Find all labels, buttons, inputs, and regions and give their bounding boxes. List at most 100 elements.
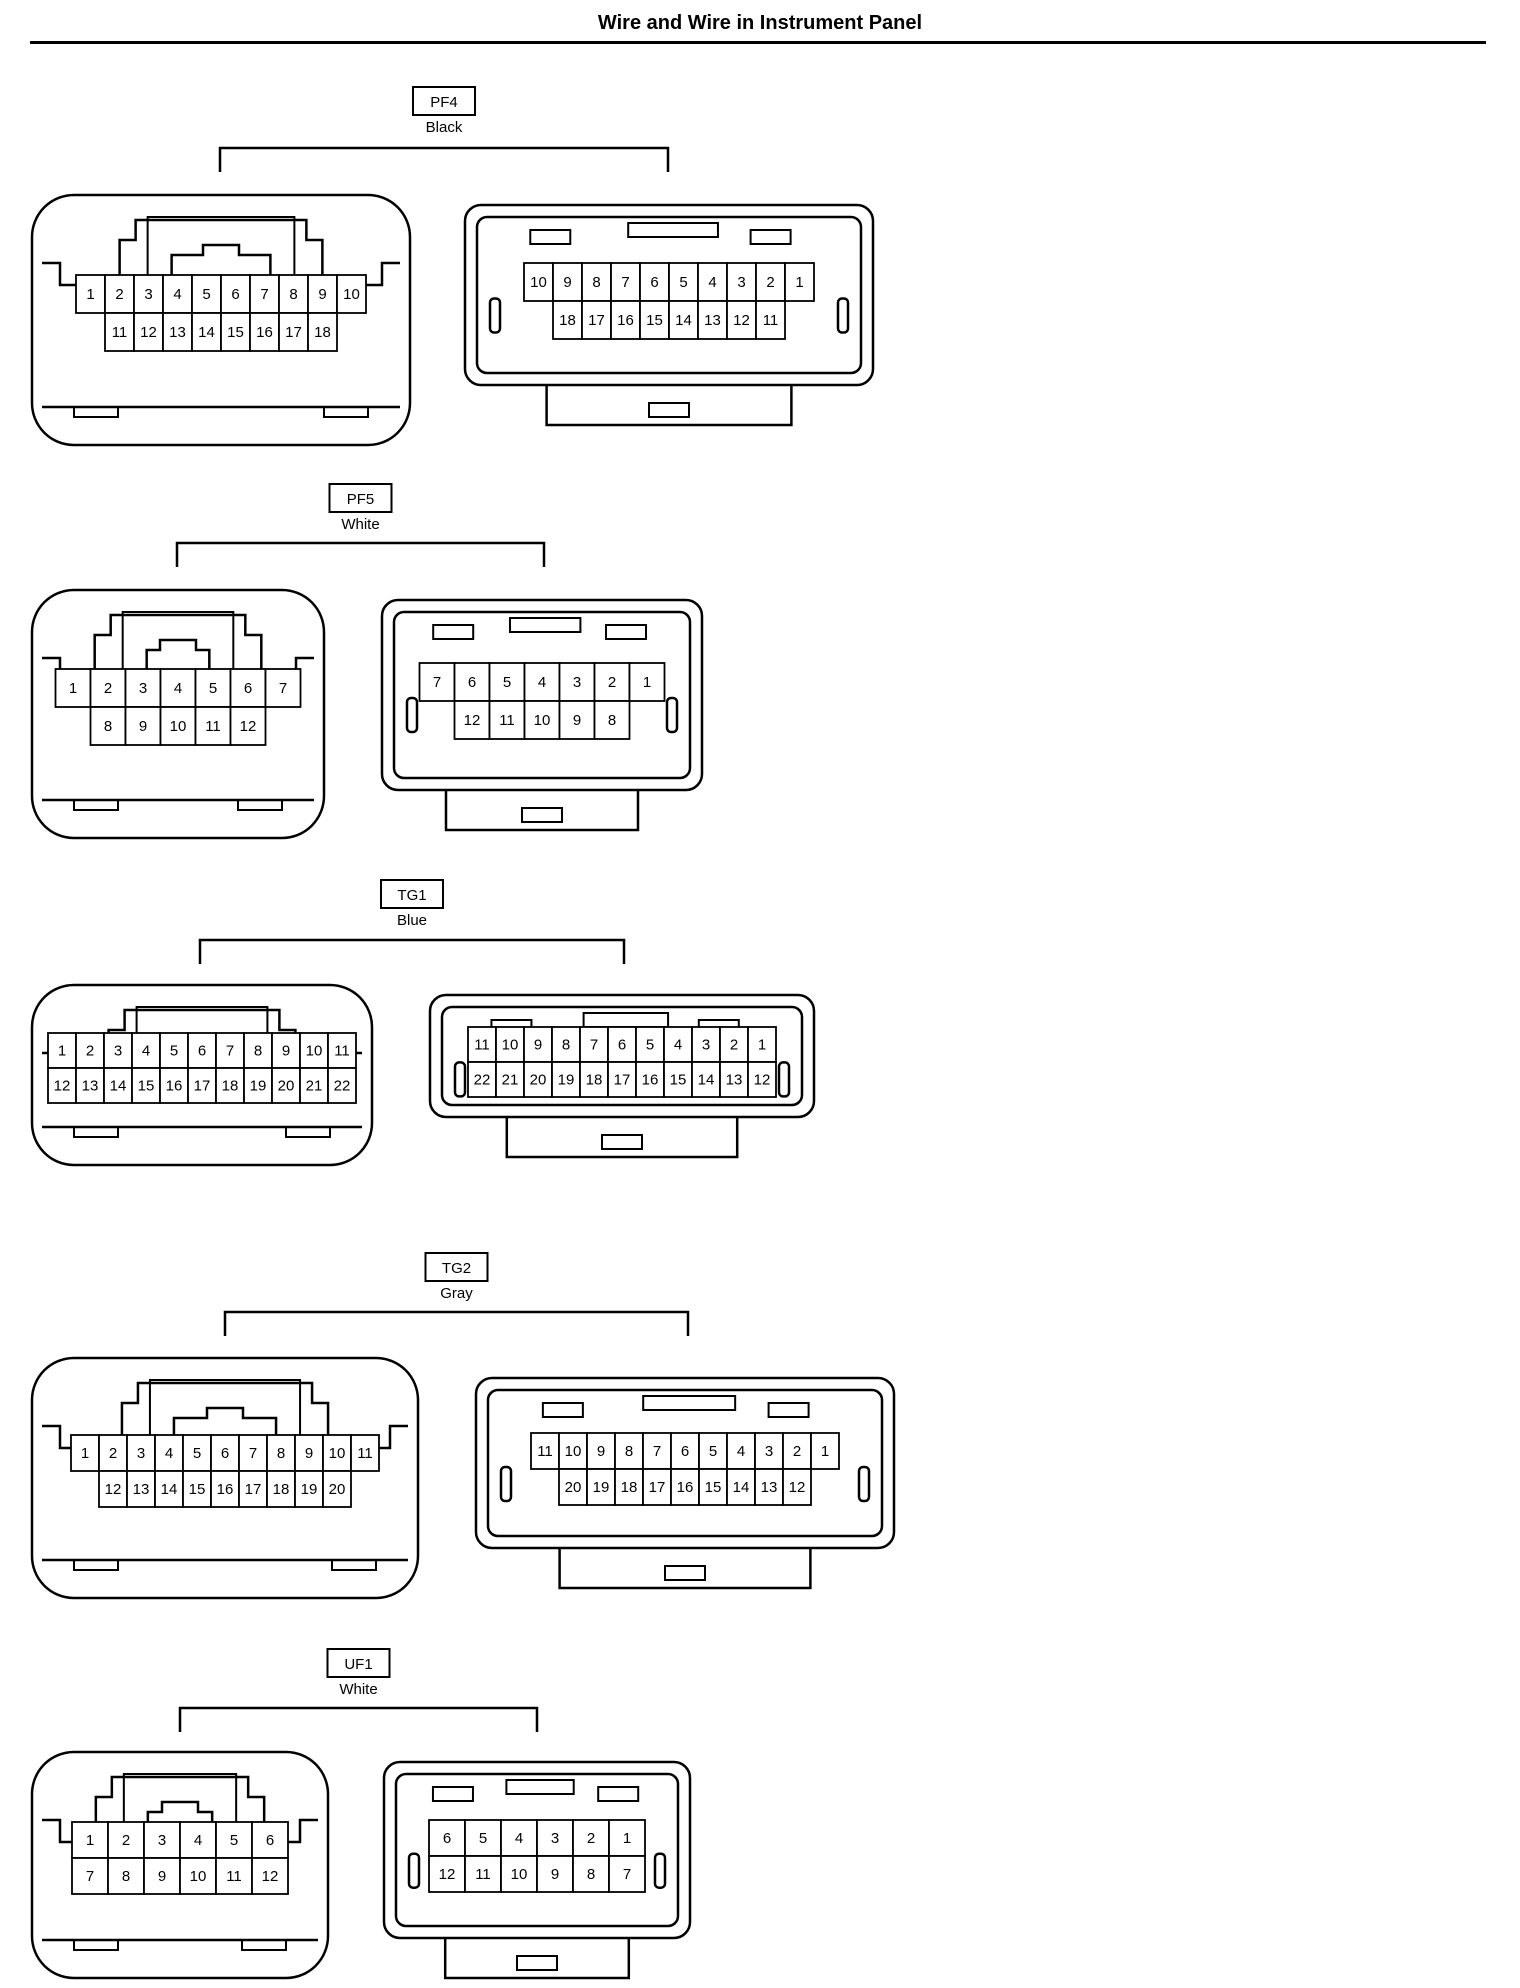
pin-cell bbox=[179, 1857, 217, 1895]
pin-number: 10 bbox=[530, 274, 547, 291]
pin-cell bbox=[243, 1067, 273, 1104]
pin-number: 12 bbox=[733, 312, 750, 329]
pin-number: 15 bbox=[227, 324, 244, 341]
pin-cell bbox=[784, 262, 815, 302]
pin-number: 7 bbox=[623, 1866, 631, 1883]
title-rule bbox=[30, 41, 1486, 44]
pin-number: 6 bbox=[244, 680, 252, 697]
pin-number: 19 bbox=[558, 1072, 575, 1089]
pin-number: 12 bbox=[439, 1866, 456, 1883]
female-housing bbox=[30, 588, 326, 840]
pin-number: 3 bbox=[114, 1043, 122, 1060]
connector-code-box bbox=[380, 879, 444, 909]
male-housing-inner bbox=[392, 610, 692, 780]
pin-number: 14 bbox=[198, 324, 215, 341]
pin-number: 10 bbox=[502, 1037, 519, 1054]
male-housing-inner bbox=[394, 1772, 680, 1928]
pin-cell bbox=[294, 1470, 324, 1508]
pin-number: 1 bbox=[58, 1043, 66, 1060]
connector-color: Gray bbox=[440, 1285, 473, 1302]
pin-cell bbox=[126, 1434, 156, 1472]
pin-number: 1 bbox=[795, 274, 803, 291]
pin-number: 9 bbox=[573, 712, 581, 729]
pin-number: 6 bbox=[468, 674, 476, 691]
male-foot bbox=[545, 385, 793, 427]
lock-tab bbox=[121, 611, 235, 673]
pin-cell bbox=[593, 700, 631, 740]
pin-cell bbox=[467, 1026, 497, 1063]
pin-number: 18 bbox=[586, 1072, 603, 1089]
pin-number: 4 bbox=[538, 674, 546, 691]
female-foot bbox=[331, 1559, 377, 1571]
pin-cell bbox=[663, 1061, 693, 1098]
male-housing bbox=[380, 598, 704, 792]
connector-code-box bbox=[326, 1648, 391, 1678]
pin-number: 6 bbox=[198, 1043, 206, 1060]
pin-number: 4 bbox=[674, 1037, 682, 1054]
pin-number: 13 bbox=[169, 324, 186, 341]
pin-number: 5 bbox=[193, 1445, 201, 1462]
pin-cell bbox=[194, 706, 232, 746]
latch-slot bbox=[432, 624, 475, 640]
page-title: Wire and Wire in Instrument Panel bbox=[597, 12, 923, 34]
pin-cell bbox=[336, 274, 367, 314]
pin-number: 18 bbox=[222, 1078, 239, 1095]
pin-cell bbox=[610, 262, 641, 302]
female-foot bbox=[285, 1126, 331, 1138]
pin-number: 2 bbox=[766, 274, 774, 291]
pin-cell bbox=[558, 1468, 588, 1506]
pin-cell bbox=[299, 1067, 329, 1104]
pin-cell bbox=[210, 1470, 240, 1508]
pin-number: 9 bbox=[282, 1043, 290, 1060]
pin-number: 5 bbox=[646, 1037, 654, 1054]
pin-cell bbox=[162, 312, 193, 352]
pin-cell bbox=[523, 262, 554, 302]
connector-code: UF1 bbox=[344, 1656, 372, 1673]
pin-number: 19 bbox=[301, 1481, 318, 1498]
pin-cell bbox=[70, 1434, 100, 1472]
pin-number: 3 bbox=[144, 286, 152, 303]
male-housing bbox=[474, 1376, 896, 1550]
pin-number: 13 bbox=[761, 1479, 778, 1496]
pin-cell bbox=[668, 262, 699, 302]
pin-number: 1 bbox=[643, 674, 651, 691]
pin-number: 22 bbox=[334, 1078, 351, 1095]
pin-number: 20 bbox=[278, 1078, 295, 1095]
pin-number: 6 bbox=[443, 1830, 451, 1847]
side-guide bbox=[499, 1465, 513, 1503]
pin-number: 3 bbox=[765, 1443, 773, 1460]
side-guide bbox=[405, 696, 419, 734]
pin-cell bbox=[182, 1470, 212, 1508]
pin-number: 8 bbox=[625, 1443, 633, 1460]
pin-cell bbox=[251, 1857, 289, 1895]
pin-cell bbox=[608, 1819, 646, 1857]
pin-number: 14 bbox=[698, 1072, 715, 1089]
pin-cell bbox=[428, 1819, 466, 1857]
side-guide bbox=[665, 696, 679, 734]
pin-number: 22 bbox=[474, 1072, 491, 1089]
female-foot bbox=[237, 799, 283, 811]
pin-number: 1 bbox=[758, 1037, 766, 1054]
pin-number: 14 bbox=[733, 1479, 750, 1496]
pin-cell bbox=[54, 668, 92, 708]
pin-number: 20 bbox=[329, 1481, 346, 1498]
pairing-bracket bbox=[198, 938, 626, 964]
latch-slot bbox=[605, 624, 647, 640]
pin-number: 1 bbox=[69, 680, 77, 697]
pin-number: 1 bbox=[86, 1832, 94, 1849]
connector-code-box bbox=[328, 483, 393, 513]
pin-number: 18 bbox=[273, 1481, 290, 1498]
male-housing-inner bbox=[475, 215, 863, 375]
pin-cell bbox=[747, 1026, 777, 1063]
female-housing bbox=[30, 1750, 330, 1980]
pin-cell bbox=[495, 1061, 525, 1098]
pin-number: 3 bbox=[737, 274, 745, 291]
pin-cell bbox=[191, 312, 222, 352]
female-foot bbox=[323, 406, 369, 418]
male-housing bbox=[382, 1760, 692, 1940]
